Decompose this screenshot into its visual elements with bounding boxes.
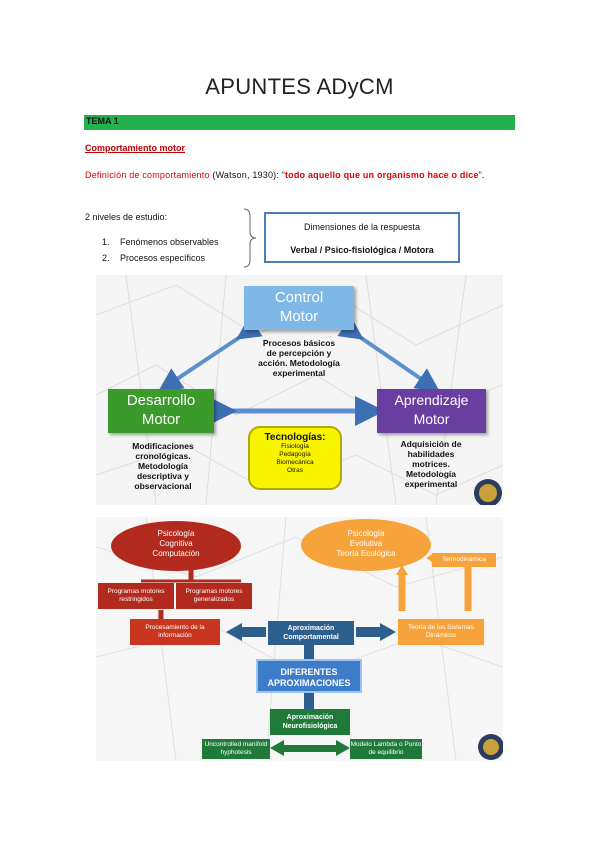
dimensiones-title: Dimensiones de la respuesta xyxy=(303,222,421,232)
desarrollo-motor-description: Modificaciones cronológicas. Metodología… xyxy=(132,441,194,491)
page-title: APUNTES ADyCM xyxy=(205,74,394,99)
modelo-lambda-node: Modelo Lambda o Punto de equilibrio xyxy=(350,739,422,759)
list-item: 1.Fenómenos observables xyxy=(102,237,219,247)
programas-generalizados-node: Programas motores generalizados xyxy=(176,583,252,609)
aproximacion-comportamental-node: Aproximación Comportamental xyxy=(268,621,354,645)
niveles-intro: 2 niveles de estudio: xyxy=(85,212,168,222)
tecnologias-box: Tecnologías: Fisiología Pedagogía Biomec… xyxy=(248,426,342,490)
section-heading: Comportamiento motor xyxy=(85,143,185,153)
uncontrolled-manifold-node: Uncontrolled manifold hyphotesis xyxy=(202,739,270,759)
definition-citation: (Watson, 1930): “ xyxy=(209,170,285,180)
dimensiones-box: Dimensiones de la respuesta Verbal / Psi… xyxy=(264,212,460,263)
definition-quote: todo aquello que un organismo hace o dic… xyxy=(284,170,479,180)
aprendizaje-motor-description: Adquisición de habilidades motrices. Met… xyxy=(400,439,462,489)
teoria-sistemas-dinamicos-node: Teoría de los Sistemas Dinámicos xyxy=(398,619,484,645)
aproximacion-neurofisiologica-node: Aproximación Neurofisiológica xyxy=(270,709,350,735)
tema-label: TEMA 1 xyxy=(86,116,119,126)
control-motor-box: Control Motor xyxy=(244,286,354,330)
aprendizaje-motor-box: Aprendizaje Motor xyxy=(377,389,486,433)
list-item: 2.Procesos específicos xyxy=(102,253,206,263)
psicologia-cognitiva-node: Psicología Cognitiva Computación xyxy=(111,521,241,571)
definition-end: ”. xyxy=(478,170,485,180)
tema-header-bar: TEMA 1 xyxy=(84,115,515,130)
diagram-aproximaciones: Psicología Cognitiva Computación Psicolo… xyxy=(96,517,503,761)
termodinamica-node: Termodinámica xyxy=(432,553,496,567)
diagram-background xyxy=(96,275,503,505)
diferentes-aproximaciones-node: DIFERENTES APROXIMACIONES xyxy=(256,659,362,693)
diagram-comportamiento-motor: Control Motor Procesos básicos de percep… xyxy=(96,275,503,505)
psicologia-evolutiva-node: Psicología Evolutiva Teoría Ecológica xyxy=(301,519,431,571)
control-motor-description: Procesos básicos de percepción y acción.… xyxy=(258,338,340,378)
niveles-list: 1.Fenómenos observables 2.Procesos espec… xyxy=(102,234,219,266)
definition-label: Definición de comportamiento xyxy=(85,170,210,180)
dimensiones-values: Verbal / Psico-fisiológica / Motora xyxy=(290,245,434,255)
curly-brace xyxy=(243,208,257,268)
programas-restringidos-node: Programas motores restringidos xyxy=(98,583,174,609)
diagram2-background xyxy=(96,517,503,761)
definition-paragraph: Definición de comportamiento (Watson, 19… xyxy=(85,168,515,183)
procesamiento-informacion-node: Procesamiento de la información xyxy=(130,619,220,645)
desarrollo-motor-box: Desarrollo Motor xyxy=(108,389,214,433)
